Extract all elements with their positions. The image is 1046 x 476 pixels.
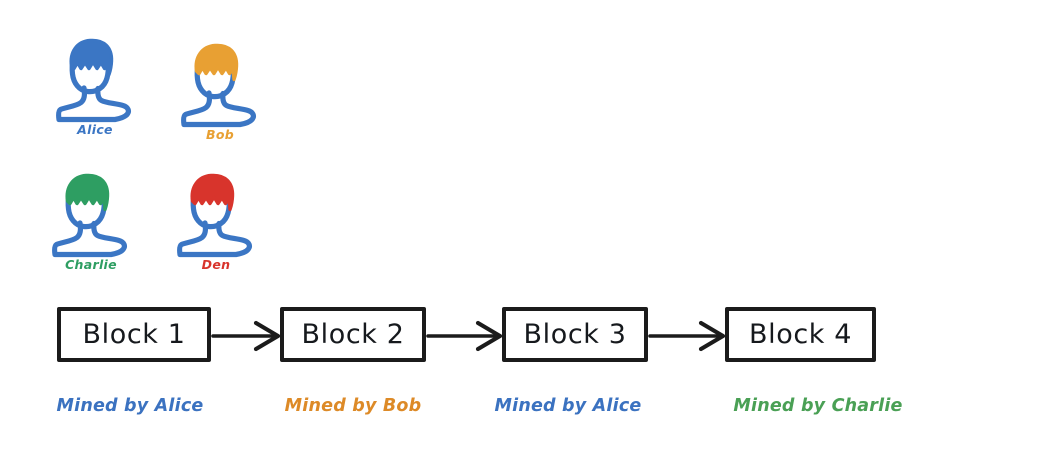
arrow-block2-to-block3 [426, 320, 503, 352]
block-caption-2: Mined by Bob [284, 396, 422, 416]
block-label: Block 3 [523, 319, 627, 350]
block-label: Block 4 [749, 319, 852, 350]
participant-label: Bob [206, 127, 234, 142]
block-caption-4: Mined by Charlie [733, 396, 903, 416]
participant-label: Charlie [65, 257, 117, 272]
block-caption-3: Mined by Alice [494, 396, 642, 416]
arrow-block3-to-block4 [648, 320, 726, 352]
participant-avatar-grid: Alice Bob Charlie Den [40, 30, 300, 280]
person-avatar-icon [48, 165, 134, 261]
participant-label: Den [201, 257, 231, 272]
person-avatar-icon [55, 38, 131, 123]
person-avatar-icon [177, 35, 263, 131]
participant-alice[interactable]: Alice [40, 30, 150, 150]
person-avatar-icon [173, 165, 259, 261]
participant-charlie[interactable]: Charlie [36, 165, 146, 285]
block-label: Block 1 [82, 319, 186, 350]
block-caption-1: Mined by Alice [56, 396, 204, 416]
block-node-2[interactable]: Block 2 [280, 307, 426, 362]
block-node-1[interactable]: Block 1 [57, 307, 211, 362]
block-node-3[interactable]: Block 3 [502, 307, 648, 362]
block-label: Block 2 [301, 319, 405, 350]
block-node-4[interactable]: Block 4 [725, 307, 876, 362]
arrow-block1-to-block2 [211, 320, 281, 352]
participant-label: Alice [77, 122, 113, 137]
participant-den[interactable]: Den [161, 165, 271, 285]
participant-bob[interactable]: Bob [165, 35, 275, 155]
